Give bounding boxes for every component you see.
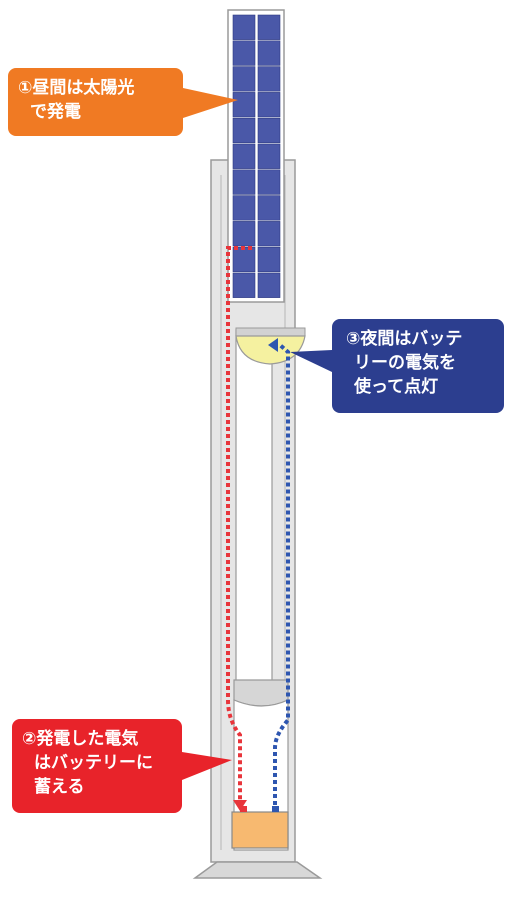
callout-3-pointer xyxy=(290,350,332,372)
solar-cell xyxy=(232,195,256,221)
solar-cell xyxy=(232,143,256,169)
solar-cell xyxy=(257,221,281,247)
solar-cell xyxy=(232,221,256,247)
battery-negative-terminal xyxy=(272,806,279,812)
solar-cell xyxy=(257,92,281,118)
pole-base xyxy=(192,861,323,879)
callout-step1: ①昼間は太陽光 で発電 xyxy=(8,68,183,136)
callout-step2-line1: ②発電した電気 xyxy=(22,729,139,749)
solar-cell xyxy=(257,66,281,92)
solar-cell xyxy=(257,169,281,195)
callout-step2-line2: はバッテリーに xyxy=(34,753,153,773)
solar-cell xyxy=(257,272,281,298)
solar-cell xyxy=(257,117,281,144)
callout-step3: ③夜間はバッテ リーの電気を 使って点灯 xyxy=(332,319,504,413)
solar-cell xyxy=(232,14,256,40)
callout-step2-line3: 蓄える xyxy=(34,777,85,797)
solar-cell xyxy=(257,14,281,40)
solar-cell xyxy=(232,272,256,298)
solar-cell xyxy=(232,40,256,66)
solar-cell xyxy=(257,246,281,273)
solar-cell xyxy=(232,117,256,144)
callout-1-pointer xyxy=(183,88,238,118)
solar-cell xyxy=(257,195,281,221)
charging-wire xyxy=(226,246,252,800)
callout-step3-line2: リーの電気を xyxy=(354,353,456,373)
battery-positive-terminal xyxy=(240,806,247,812)
solar-cell xyxy=(257,143,281,169)
solar-cell xyxy=(257,40,281,66)
battery xyxy=(231,806,289,849)
callout-step1-line2: で発電 xyxy=(30,102,81,122)
callout-step3-line3: 使って点灯 xyxy=(354,377,439,397)
discharging-arrow-icon xyxy=(268,338,278,352)
charging-arrow-icon xyxy=(233,800,247,811)
callout-2-pointer xyxy=(182,752,232,780)
discharging-wire xyxy=(273,343,290,805)
callout-step2: ②発電した電気 はバッテリーに 蓄える xyxy=(12,719,182,813)
solar-panel xyxy=(227,9,285,303)
callout-step3-line1: ③夜間はバッテ xyxy=(346,329,463,349)
solar-cell xyxy=(232,169,256,195)
solar-cell xyxy=(232,66,256,92)
solar-cell xyxy=(232,92,256,118)
battery-compartment-cover xyxy=(233,679,289,707)
callout-step1-line1: ①昼間は太陽光 xyxy=(18,78,135,98)
solar-cell xyxy=(232,246,256,273)
